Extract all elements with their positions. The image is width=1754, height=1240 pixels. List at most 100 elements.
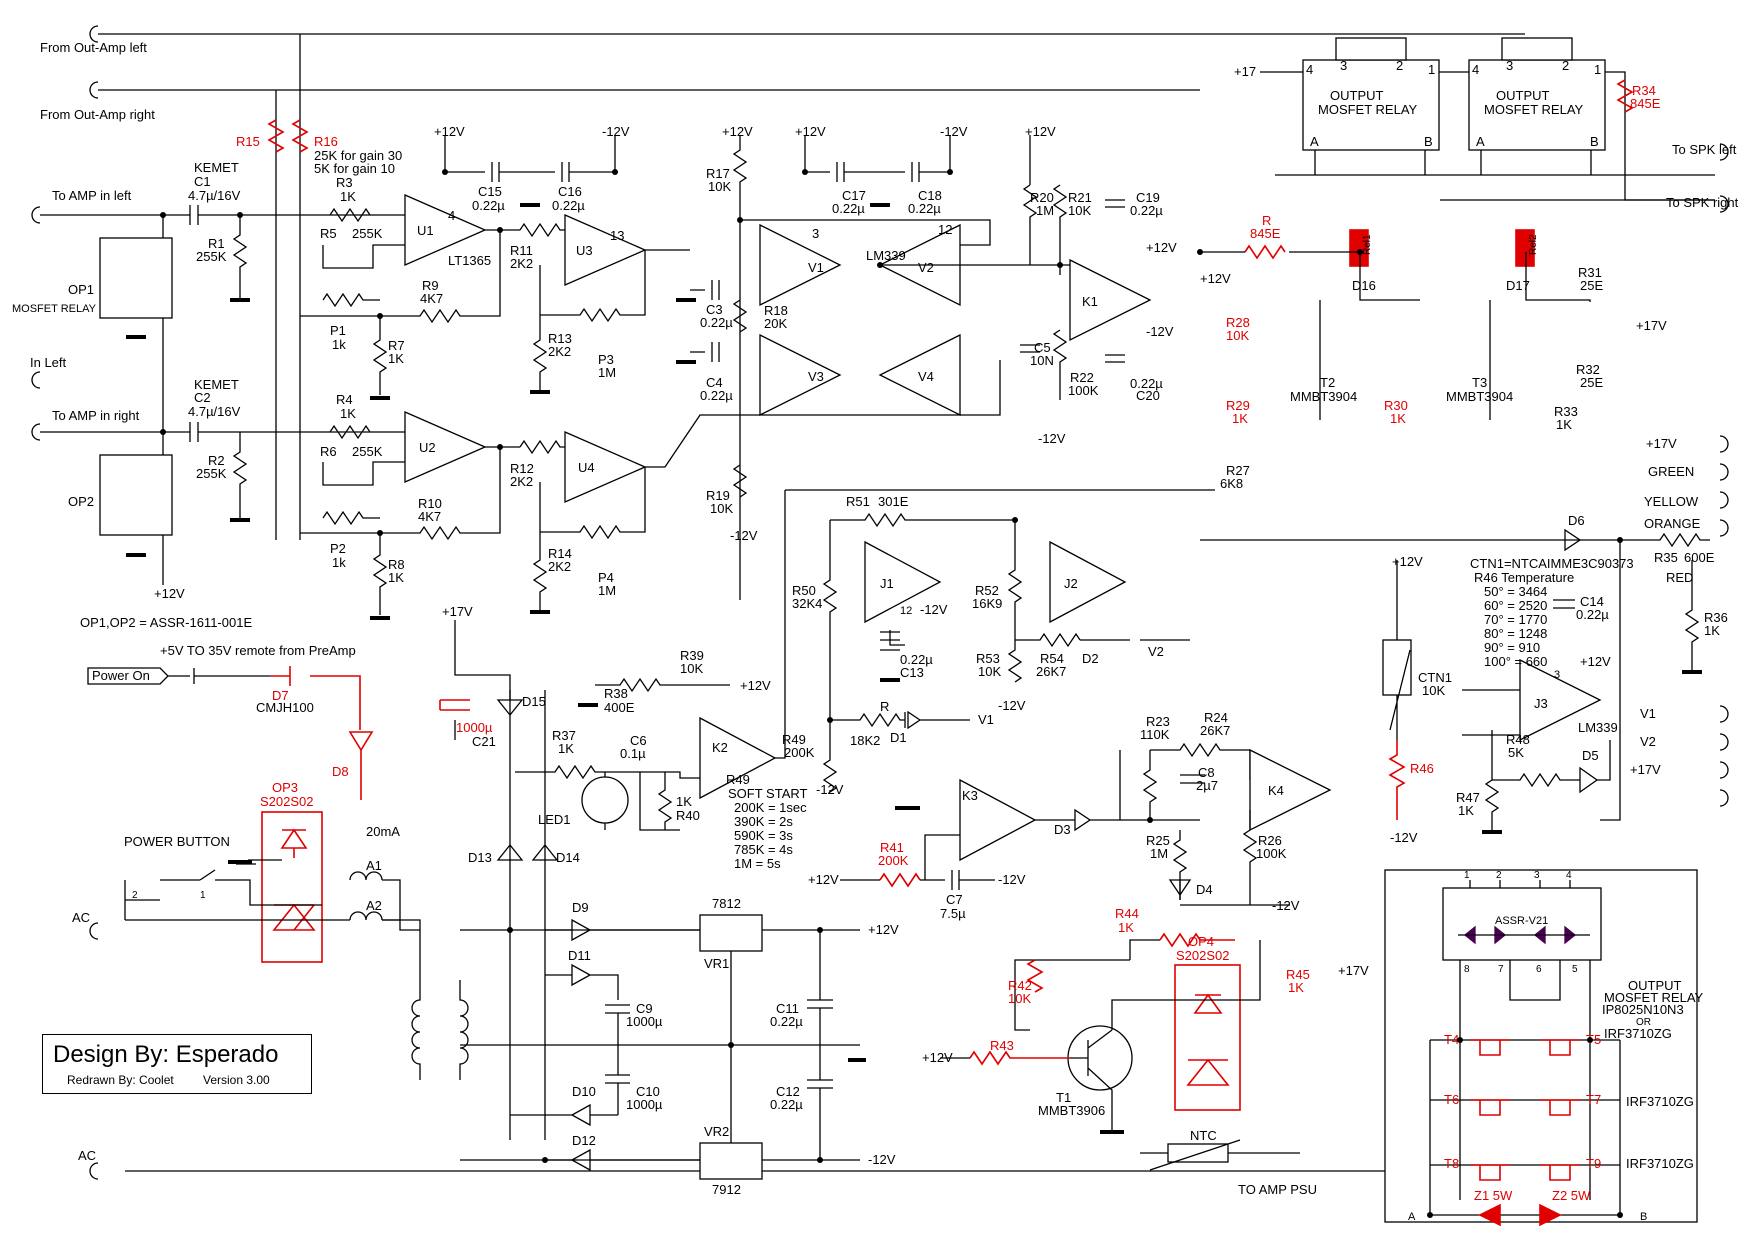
label-r51: R51: [846, 494, 870, 509]
label-r43: R43: [990, 1038, 1014, 1053]
label-r46: R46: [1410, 761, 1434, 776]
label-r35-val: 600E: [1684, 550, 1715, 565]
label-md-p4: 4: [1566, 870, 1572, 881]
label-r4: R4: [336, 392, 353, 407]
credit-redrawn: Redrawn By: Coolet: [67, 1073, 174, 1087]
label-c10: C10: [636, 1084, 660, 1099]
label-r52-val: 16K9: [972, 596, 1002, 611]
label-r46-title: R46 Temperature: [1474, 570, 1574, 585]
label-r9-val: 4K7: [420, 291, 443, 306]
label-c8: C8: [1198, 765, 1215, 780]
label-md-p5: 5: [1572, 964, 1578, 975]
label-t3-type: MMBT3904: [1446, 389, 1513, 404]
label-relay1-pb: B: [1424, 134, 1433, 149]
label-c9-val: 1000µ: [626, 1014, 663, 1029]
label-u3: U3: [576, 243, 593, 258]
rail-p12v-j3: +12V: [1580, 654, 1611, 669]
label-r2-val: 255K: [196, 466, 227, 481]
label-j1: J1: [880, 576, 894, 591]
label-relay2-p3: 3: [1506, 58, 1513, 73]
label-t4: T4: [1444, 1032, 1459, 1047]
label-r-18k2-val: 18K2: [850, 733, 880, 748]
label-r17: R17: [706, 166, 730, 181]
label-v1-out: V1: [978, 712, 994, 727]
label-t7: T7: [1586, 1092, 1601, 1107]
label-r40: R40: [676, 808, 700, 823]
rail-m12v-c18: -12V: [940, 124, 968, 139]
label-c3: C3: [706, 302, 723, 317]
label-r44-val: 1K: [1118, 920, 1134, 935]
credit-design: Design By: Esperado: [53, 1041, 279, 1068]
label-p2-val: 1k: [332, 555, 346, 570]
label-p4-val: 1M: [598, 583, 616, 598]
label-d7: D7: [272, 688, 289, 703]
label-r38: R38: [604, 686, 628, 701]
label-r44: R44: [1115, 906, 1139, 921]
rail-m12v-r49: -12V: [816, 782, 844, 797]
label-md-title2: MOSFET RELAY: [1604, 990, 1704, 1005]
label-r-18k2: R: [880, 699, 889, 714]
rail-m12v-k1: -12V: [1146, 324, 1174, 339]
label-v1-conn: V1: [1640, 706, 1656, 721]
rail-p12v-r28: +12V: [1200, 271, 1231, 286]
label-r16: R16: [314, 134, 338, 149]
label-r1: R1: [208, 236, 225, 251]
label-relay1-pa: A: [1310, 134, 1319, 149]
label-ac-top: AC: [72, 910, 90, 925]
label-j3-pin3: 3: [1554, 669, 1560, 681]
label-from-out-amp-left: From Out-Amp left: [40, 40, 147, 55]
rail-p12v-c17: +12V: [795, 124, 826, 139]
rail-p12v-u1: +12V: [434, 124, 465, 139]
rail-p12v-k1: +12V: [1146, 240, 1177, 255]
label-md-p8: 8: [1464, 964, 1470, 975]
label-r39: R39: [680, 648, 704, 663]
label-r20-val: 1M: [1036, 203, 1054, 218]
label-r2: R2: [208, 453, 225, 468]
label-r50: R50: [792, 583, 816, 598]
label-r18: R18: [764, 303, 788, 318]
label-r4-val: 1K: [340, 406, 356, 421]
label-r37: R37: [552, 728, 576, 743]
label-green: GREEN: [1648, 464, 1694, 479]
label-r37-val: 1K: [558, 741, 574, 756]
rail-m12v-r53: -12V: [998, 698, 1026, 713]
label-md-p7: 7: [1498, 964, 1504, 975]
label-r13: R13: [548, 331, 572, 346]
label-c19-val: 0.22µ: [1130, 203, 1163, 218]
rail-p17v-psu: +17V: [442, 604, 473, 619]
label-r23-val: 110K: [1140, 727, 1170, 742]
label-k3: K3: [962, 788, 978, 803]
label-r22: R22: [1070, 370, 1094, 385]
label-r5-val: 255K: [352, 226, 383, 241]
label-table-r49: R49: [726, 772, 750, 787]
label-d15: D15: [522, 694, 546, 709]
label-c8-val: 2µ7: [1196, 778, 1218, 793]
label-c4-val: 0.22µ: [700, 388, 733, 403]
label-md-p2: 2: [1496, 870, 1502, 881]
label-j3: J3: [1534, 696, 1548, 711]
rail-m12v-vr2: -12V: [868, 1152, 896, 1167]
label-relay2-l2: MOSFET RELAY: [1484, 102, 1584, 117]
label-r32: R32: [1576, 362, 1600, 377]
label-current-note: 20mA: [366, 824, 400, 839]
mosfet-detail: [1384, 869, 1698, 1223]
label-r34-val: 845E: [1630, 96, 1661, 111]
label-r54-val: 26K7: [1036, 664, 1066, 679]
label-r28: R28: [1226, 315, 1250, 330]
label-ac-bottom: AC: [78, 1148, 96, 1163]
output-relays: [1200, 37, 1715, 420]
soft-start: [515, 489, 1332, 906]
label-u1: U1: [417, 223, 434, 238]
label-u1-type: LT1365: [448, 253, 491, 268]
label-p1-val: 1k: [332, 337, 346, 352]
label-md-p3: 3: [1534, 870, 1540, 881]
label-a1: A1: [366, 858, 382, 873]
label-v2-pin12: 12: [938, 222, 952, 237]
label-relay1-p1: 1: [1428, 62, 1435, 77]
label-r42: R42: [1008, 978, 1032, 993]
label-r41: R41: [880, 840, 904, 855]
label-r19-val: 10K: [710, 501, 733, 516]
label-rel2: Rel2: [1528, 234, 1539, 255]
label-mosfet-relay: MOSFET RELAY: [12, 303, 97, 315]
